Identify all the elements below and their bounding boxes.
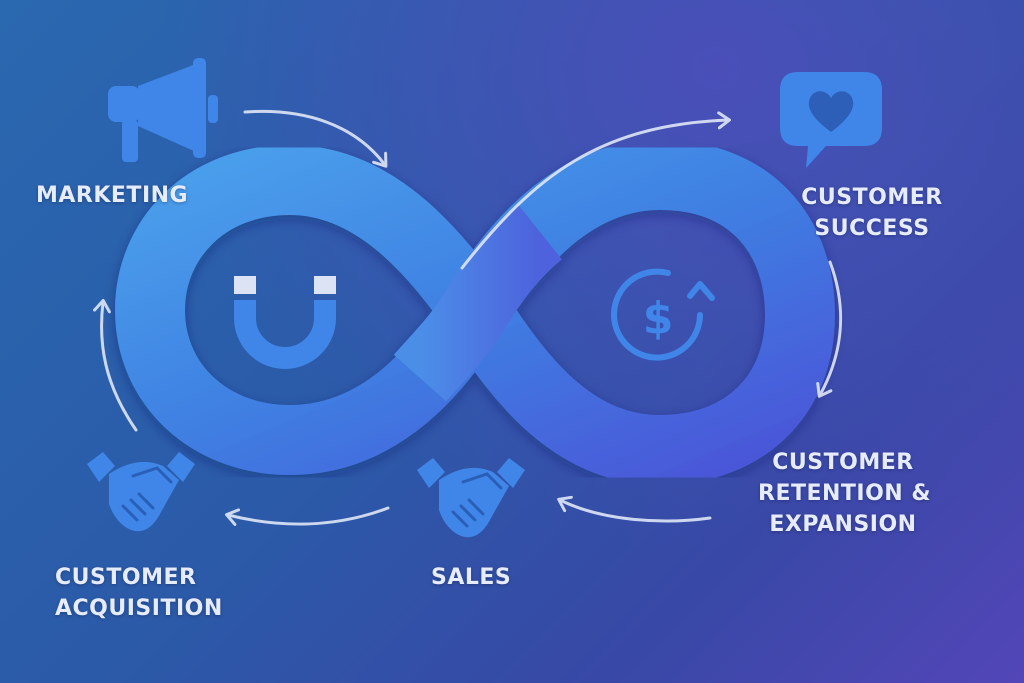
label-sales: SALES xyxy=(431,565,512,590)
label-customer-success: CUSTOMER SUCCESS xyxy=(801,185,943,241)
svg-text:$: $ xyxy=(643,293,674,344)
handshake-icon xyxy=(87,452,195,532)
arrow-sales-to-acquisition xyxy=(225,506,390,526)
magnet-icon xyxy=(234,276,336,369)
arrow-loop-to-success xyxy=(460,111,731,270)
heart-chat-icon xyxy=(780,72,882,168)
handshake-icon xyxy=(417,458,525,538)
arrow-retention-to-sales xyxy=(557,495,712,523)
infinity-loop xyxy=(115,140,835,485)
arrow-marketing-to-loop xyxy=(243,109,388,168)
label-customer-retention-expansion: CUSTOMER RETENTION & EXPANSION xyxy=(758,450,932,537)
arrow-acquisition-to-marketing xyxy=(93,299,138,432)
label-marketing: MARKETING xyxy=(36,183,189,208)
dollar-cycle-icon: $ xyxy=(611,268,715,361)
megaphone-icon xyxy=(108,58,218,162)
flow-arrows xyxy=(93,109,843,526)
label-customer-acquisition: CUSTOMER ACQUISITION xyxy=(55,565,223,621)
arrow-success-to-retention xyxy=(816,260,843,398)
